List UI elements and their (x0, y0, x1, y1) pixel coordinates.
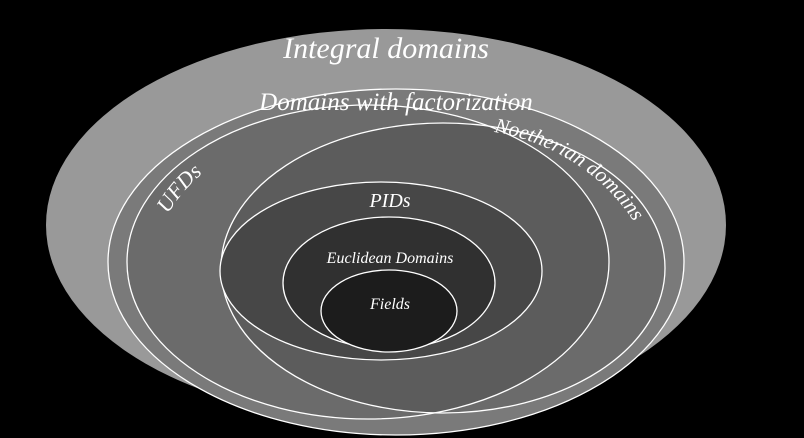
label-euclidean-domains: Euclidean Domains (326, 250, 454, 267)
region-fields (320, 269, 458, 353)
label-fields: Fields (369, 296, 410, 313)
label-domains-with-factorization: Domains with factorization (258, 89, 533, 116)
ufds-boundary (126, 104, 610, 420)
label-integral-domains: Integral domains (282, 32, 489, 65)
label-pids: PIDs (368, 190, 410, 212)
